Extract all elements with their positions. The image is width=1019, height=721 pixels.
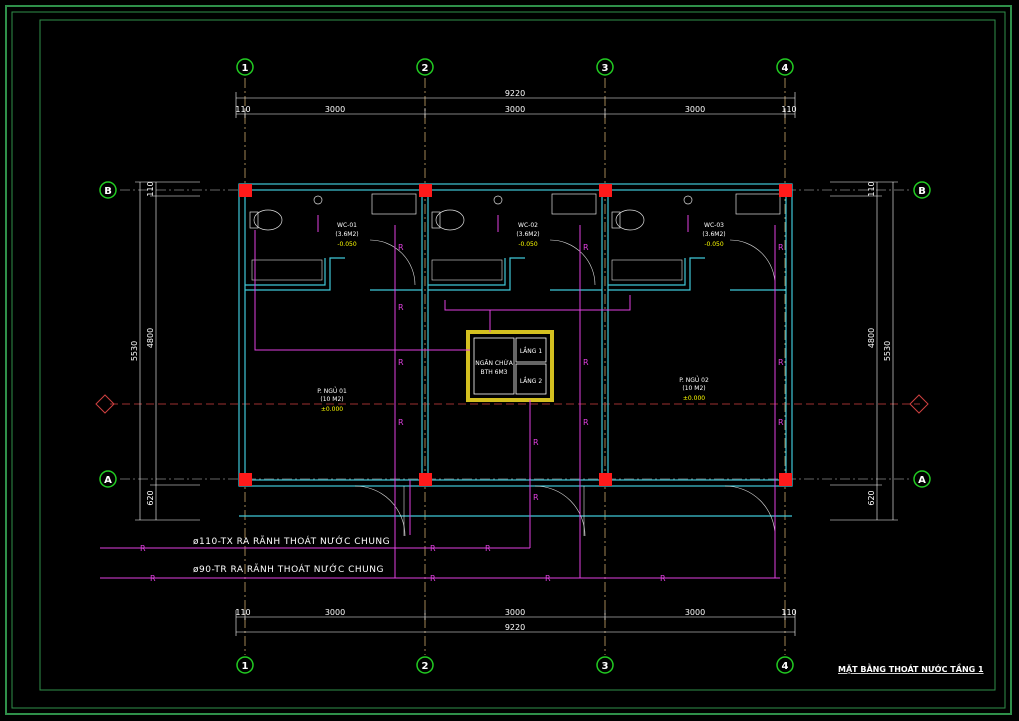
sanitary-fixtures <box>249 193 781 231</box>
dim-right-part-1: 110 <box>867 181 876 196</box>
grid-bubbles-letters <box>99 181 931 488</box>
grid-bubbles-bottom <box>236 656 794 674</box>
room-area-wc3: (3.6M2) <box>702 231 725 238</box>
dim-top-part-1: 110 <box>235 105 250 114</box>
room-area-bedroom2: (10 M2) <box>682 385 705 392</box>
room-name-wc2: WC-02 <box>518 222 538 229</box>
pipe-marker: R <box>430 544 436 553</box>
dim-left-part-3: 620 <box>146 490 155 505</box>
grid-label-3-top: 3 <box>602 63 609 74</box>
pipe-marker: R <box>583 418 589 427</box>
louvres <box>251 259 683 281</box>
pipe-marker: R <box>398 243 404 252</box>
room-level-wc3: -0.050 <box>704 241 724 248</box>
pipe-marker: R <box>660 574 666 583</box>
room-name-wc1: WC-01 <box>337 222 357 229</box>
section-markers <box>95 394 929 414</box>
grid-bubbles-top <box>236 58 794 76</box>
pipe-marker: R <box>583 358 589 367</box>
room-name-wc3: WC-03 <box>704 222 724 229</box>
septic-chamber-1: LẮNG 1 <box>520 347 542 355</box>
pipe-marker: R <box>778 418 784 427</box>
drain-pipes <box>100 215 780 579</box>
inner-frame <box>39 19 996 691</box>
grid-label-a-left: A <box>104 475 112 486</box>
pipe-marker: R <box>430 574 436 583</box>
grid-label-3-bottom: 3 <box>602 661 609 672</box>
pipe-marker: R <box>398 418 404 427</box>
grid-label-1-bottom: 1 <box>242 661 249 672</box>
dim-top-part-5: 110 <box>781 105 796 114</box>
grid-label-2-top: 2 <box>422 63 429 74</box>
septic-chamber-2: LẮNG 2 <box>520 377 542 385</box>
room-area-wc2: (3.6M2) <box>516 231 539 238</box>
pipe-marker: R <box>778 358 784 367</box>
room-level-bedroom1: ±0.000 <box>321 406 343 413</box>
grid-label-4-bottom: 4 <box>782 661 789 672</box>
dim-top-overall: 9220 <box>505 89 525 98</box>
grid-label-b-left: B <box>104 186 112 197</box>
grid-label-a-right: A <box>918 475 926 486</box>
dim-right-part-3: 620 <box>867 490 876 505</box>
walls <box>238 183 793 517</box>
room-name-bedroom2: P. NGỦ 02 <box>679 376 709 384</box>
dim-bottom-part-4: 3000 <box>685 608 705 617</box>
dim-bottom-part-3: 3000 <box>505 608 525 617</box>
pipe-marker: R <box>533 493 539 502</box>
dim-left-overall: 5530 <box>130 341 139 361</box>
septic-label-2: BTH 6M3 <box>480 369 507 376</box>
dim-top-part-2: 3000 <box>325 105 345 114</box>
dim-left-part-2: 4800 <box>146 328 155 348</box>
room-level-bedroom2: ±0.000 <box>683 395 705 402</box>
middle-frame <box>11 11 1006 709</box>
columns <box>239 184 792 486</box>
pipe-marker: R <box>140 544 146 553</box>
outer-frame <box>5 5 1012 715</box>
dim-left-part-1: 110 <box>146 181 155 196</box>
grid-label-1-top: 1 <box>242 63 249 74</box>
dim-top-part-3: 3000 <box>505 105 525 114</box>
drawing-title: MẶT BẰNG THOÁT NƯỚC TẦNG 1 <box>838 662 984 674</box>
grid-label-2-bottom: 2 <box>422 661 429 672</box>
pipe-marker: R <box>150 574 156 583</box>
grid-label-b-right: B <box>918 186 926 197</box>
dimension-lines-right <box>830 181 898 521</box>
pipe-marker: R <box>398 303 404 312</box>
pipe-marker: R <box>398 358 404 367</box>
pipe-label-110: ø110-TX RA RÃNH THOÁT NƯỚC CHUNG <box>193 535 390 547</box>
room-area-bedroom1: (10 M2) <box>320 396 343 403</box>
pipe-marker: R <box>545 574 551 583</box>
dimension-lines-bottom <box>235 610 796 636</box>
dim-right-overall: 5530 <box>883 341 892 361</box>
room-area-wc1: (3.6M2) <box>335 231 358 238</box>
pipe-marker: R <box>583 243 589 252</box>
dim-top-part-4: 3000 <box>685 105 705 114</box>
septic-label-1: NGĂN CHỨA <box>475 360 513 367</box>
room-level-wc1: -0.050 <box>337 241 357 248</box>
dimension-lines-left <box>135 181 200 521</box>
dim-bottom-part-2: 3000 <box>325 608 345 617</box>
septic-tank <box>466 330 554 402</box>
dim-bottom-overall: 9220 <box>505 623 525 632</box>
room-name-bedroom1: P. NGỦ 01 <box>317 387 347 395</box>
pipe-marker: R <box>533 438 539 447</box>
dim-bottom-part-5: 110 <box>781 608 796 617</box>
dim-right-part-2: 4800 <box>867 328 876 348</box>
pipe-marker: R <box>485 544 491 553</box>
doors <box>354 239 776 537</box>
dimension-lines-top <box>235 92 796 118</box>
dim-bottom-part-1: 110 <box>235 608 250 617</box>
pipe-marker: R <box>778 243 784 252</box>
pipe-label-90: ø90-TR RA RÃNH THOÁT NƯỚC CHUNG <box>193 563 384 575</box>
room-level-wc2: -0.050 <box>518 241 538 248</box>
grid-label-4-top: 4 <box>782 63 789 74</box>
